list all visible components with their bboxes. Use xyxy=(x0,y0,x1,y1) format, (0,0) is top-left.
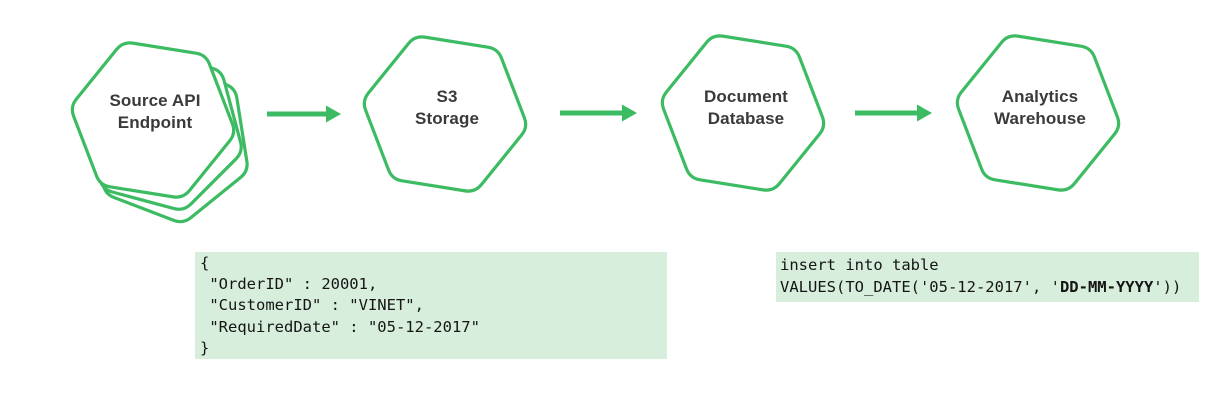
flow-arrow-1 xyxy=(267,105,341,123)
node-label-source-api-endpoint: Source API Endpoint xyxy=(109,91,201,132)
sql-line1: insert into table xyxy=(780,256,939,274)
sql-line2-pre: VALUES(TO_DATE('05-12-2017', ' xyxy=(780,278,1060,296)
hexagon-stack-icon xyxy=(59,33,274,240)
json-snippet: { "OrderID" : 20001, "CustomerID" : "VIN… xyxy=(195,252,667,359)
flow-arrow-2 xyxy=(560,104,637,122)
arrow-head-icon xyxy=(917,104,932,122)
arrow-head-icon xyxy=(326,105,341,123)
node-label-analytics-warehouse: Analytics Warehouse xyxy=(994,87,1086,128)
arrow-head-icon xyxy=(622,104,637,122)
node-label-document-database: Document Database xyxy=(704,87,788,128)
flow-arrow-3 xyxy=(855,104,932,122)
sql-line2-bold-format: DD-MM-YYYY xyxy=(1059,278,1154,296)
sql-line2-post: ')) xyxy=(1153,278,1182,296)
node-label-s3-storage: S3 Storage xyxy=(415,87,479,128)
